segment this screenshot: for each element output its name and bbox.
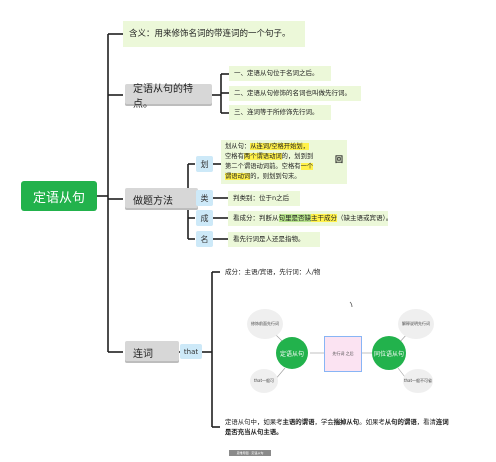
step-tag-hua[interactable]: 划	[196, 156, 213, 172]
meaning-node[interactable]: 含义：用来修饰名词的带连词的一个句子。	[123, 21, 305, 47]
step-hua-side-char: 回	[335, 155, 343, 164]
method-node[interactable]: 做题方法	[125, 188, 198, 210]
root-node[interactable]: 定语从句	[21, 181, 97, 211]
diagram-left-bottom: that一般可	[250, 369, 278, 393]
summary-text[interactable]: 定语从句中，如果考主语的谓语，学会揣掉从句。如果考从句的谓语，看清连词 是否充当…	[220, 415, 472, 439]
diagram-left-top: 修饰前面先行词	[247, 309, 283, 339]
diagram-right-top: 解释说明先行词	[398, 309, 434, 339]
features-node[interactable]: 定语从句的特点。	[125, 84, 212, 110]
footer-watermark: 思维导图 · 定语从句	[229, 450, 271, 456]
method-label: 做题方法	[133, 195, 173, 207]
meaning-text: 含义：用来修饰名词的带连词的一个句子。	[129, 29, 291, 39]
root-label: 定语从句	[32, 190, 85, 206]
step-lei-text[interactable]: 判类别：位于n之后	[228, 191, 300, 206]
diagram-right-bottom: that一般不可省	[403, 369, 433, 393]
feature-item-3[interactable]: 三、连词等于所修饰先行词。	[229, 105, 331, 120]
step-tag-cheng[interactable]: 成	[196, 210, 213, 226]
lianci-node[interactable]: 连词	[125, 341, 179, 363]
that-tag[interactable]: that	[180, 344, 202, 359]
diagram-middle-box: 先行词 之后	[324, 336, 362, 372]
diagram-right-circle: 同位语从句	[372, 336, 406, 370]
step-tag-lei[interactable]: 类	[196, 190, 213, 206]
feature-item-1[interactable]: 一、定语从句位于名词之后。	[229, 66, 331, 81]
step-cheng-text[interactable]: 看成分：判断从句里是否缺主干成分（缺主语或宾语）。	[228, 211, 392, 226]
features-label: 定语从句的特点。	[133, 84, 193, 110]
component-text[interactable]: 成分：主语/宾语，先行词：人/物	[220, 265, 358, 280]
diagram-left-circle: 定语从句	[276, 337, 308, 369]
step-tag-ming[interactable]: 名	[196, 231, 213, 247]
feature-item-2[interactable]: 二、定语从句修饰的名词也叫做先行词。	[229, 86, 361, 101]
step-ming-text[interactable]: 看先行词是人还是指物。	[228, 232, 320, 247]
step-hua-text[interactable]: 划从句：从连词/空格开始划， 空格有两个谓语动词的，划到到 第二个谓语动词前。空…	[221, 140, 347, 184]
lianci-label: 连词	[133, 348, 153, 360]
